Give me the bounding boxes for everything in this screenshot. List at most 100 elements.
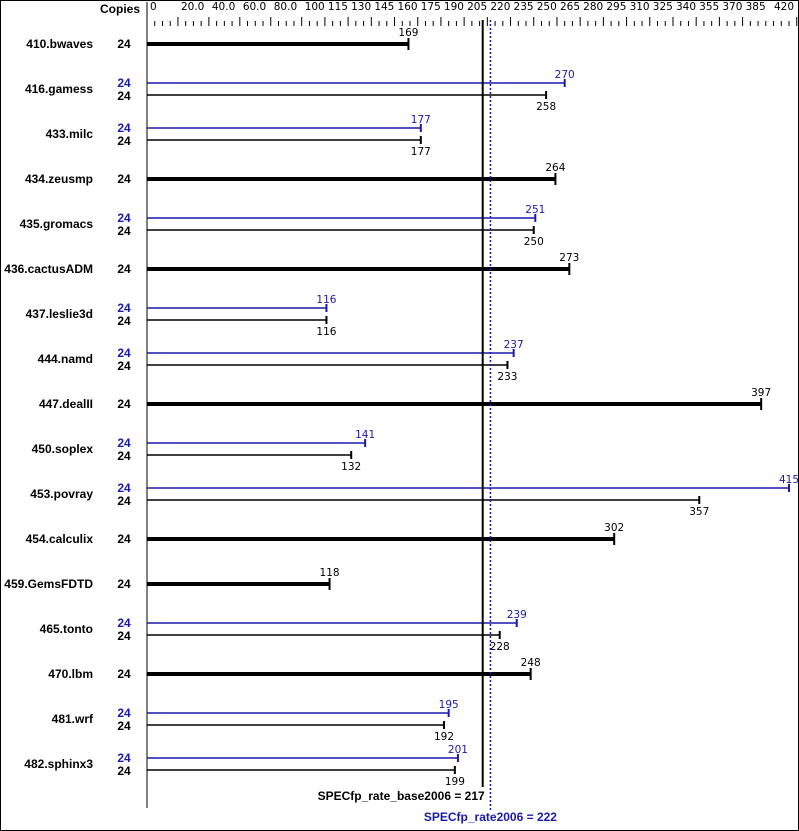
peak-value-label: 177 bbox=[411, 114, 431, 126]
base-value-label: 397 bbox=[751, 387, 771, 399]
x-tick-label: 115 bbox=[328, 1, 348, 13]
x-tick-label: 0 bbox=[150, 1, 157, 13]
benchmark-label: 433.milc bbox=[46, 127, 94, 141]
x-tick-label: 355 bbox=[699, 1, 719, 13]
copies-base: 24 bbox=[117, 314, 131, 328]
x-tick-label: 250 bbox=[537, 1, 557, 13]
x-tick-label: 385 bbox=[746, 1, 766, 13]
x-tick-label: 175 bbox=[421, 1, 441, 13]
base-value-label: 250 bbox=[524, 236, 544, 248]
x-tick-label: 20.0 bbox=[181, 1, 204, 13]
copies-base: 24 bbox=[117, 172, 131, 186]
peak-value-label: 239 bbox=[507, 609, 527, 621]
benchmark-label: 481.wrf bbox=[52, 712, 94, 726]
benchmark-label: 444.namd bbox=[38, 352, 93, 366]
benchmark-label: 435.gromacs bbox=[20, 217, 94, 231]
x-tick-label: 190 bbox=[444, 1, 464, 13]
x-tick-label: 265 bbox=[560, 1, 580, 13]
x-tick-label: 130 bbox=[351, 1, 371, 13]
base-value-label: 169 bbox=[398, 27, 418, 39]
x-tick-label: 295 bbox=[606, 1, 626, 13]
copies-peak: 24 bbox=[117, 121, 131, 135]
benchmark-label: 436.cactusADM bbox=[4, 262, 93, 276]
peak-mean-label: SPECfp_rate2006 = 222 bbox=[424, 810, 557, 824]
benchmark-row: 410.bwaves 24 169 bbox=[26, 27, 418, 51]
x-tick-label: 325 bbox=[653, 1, 673, 13]
x-tick-label: 220 bbox=[490, 1, 510, 13]
x-tick-label: 370 bbox=[722, 1, 742, 13]
copies-peak: 24 bbox=[117, 76, 131, 90]
copies-header: Copies bbox=[100, 2, 140, 16]
copies-base: 24 bbox=[117, 37, 131, 51]
base-value-label: 199 bbox=[445, 776, 465, 788]
base-value-label: 116 bbox=[316, 326, 336, 338]
copies-peak: 24 bbox=[117, 346, 131, 360]
peak-value-label: 237 bbox=[504, 339, 524, 351]
x-tick-label: 205 bbox=[467, 1, 487, 13]
copies-base: 24 bbox=[117, 667, 131, 681]
copies-peak: 24 bbox=[117, 301, 131, 315]
copies-base: 24 bbox=[117, 224, 131, 238]
x-tick-label: 340 bbox=[676, 1, 696, 13]
benchmark-label: 482.sphinx3 bbox=[24, 757, 93, 771]
base-value-label: 273 bbox=[559, 252, 579, 264]
base-value-label: 302 bbox=[604, 522, 624, 534]
base-value-label: 264 bbox=[545, 162, 565, 174]
x-tick-label: 310 bbox=[630, 1, 650, 13]
x-tick-label: 60.0 bbox=[243, 1, 266, 13]
x-tick-label: 160 bbox=[398, 1, 418, 13]
benchmark-row: 434.zeusmp 24 264 bbox=[25, 162, 566, 186]
base-value-label: 192 bbox=[434, 731, 454, 743]
benchmark-label: 434.zeusmp bbox=[25, 172, 93, 186]
copies-base: 24 bbox=[117, 397, 131, 411]
base-value-label: 357 bbox=[689, 506, 709, 518]
copies-peak: 24 bbox=[117, 211, 131, 225]
base-value-label: 258 bbox=[536, 101, 556, 113]
base-value-label: 177 bbox=[411, 146, 431, 158]
copies-peak: 24 bbox=[117, 751, 131, 765]
benchmark-label: 410.bwaves bbox=[26, 37, 93, 51]
benchmark-label: 465.tonto bbox=[40, 622, 93, 636]
peak-value-label: 116 bbox=[316, 294, 336, 306]
peak-value-label: 270 bbox=[555, 69, 575, 81]
x-tick-label: 420 bbox=[774, 1, 794, 13]
x-tick-label: 235 bbox=[514, 1, 534, 13]
x-tick-label: 280 bbox=[583, 1, 603, 13]
benchmark-label: 454.calculix bbox=[26, 532, 94, 546]
copies-base: 24 bbox=[117, 449, 131, 463]
peak-value-label: 141 bbox=[355, 429, 375, 441]
benchmark-label: 450.soplex bbox=[32, 442, 94, 456]
base-value-label: 132 bbox=[341, 461, 361, 473]
peak-value-label: 201 bbox=[448, 744, 468, 756]
copies-peak: 24 bbox=[117, 616, 131, 630]
copies-base: 24 bbox=[117, 89, 131, 103]
base-mean-label: SPECfp_rate_base2006 = 217 bbox=[318, 789, 485, 803]
benchmark-label: 459.GemsFDTD bbox=[4, 577, 93, 591]
copies-base: 24 bbox=[117, 629, 131, 643]
benchmark-row: 436.cactusADM 24 273 bbox=[4, 252, 579, 276]
peak-value-label: 415 bbox=[779, 474, 799, 486]
copies-base: 24 bbox=[117, 719, 131, 733]
peak-value-label: 195 bbox=[439, 699, 459, 711]
copies-base: 24 bbox=[117, 134, 131, 148]
copies-peak: 24 bbox=[117, 436, 131, 450]
base-value-label: 118 bbox=[320, 567, 340, 579]
x-tick-label: 145 bbox=[374, 1, 394, 13]
copies-base: 24 bbox=[117, 494, 131, 508]
x-tick-label: 100 bbox=[305, 1, 325, 13]
copies-base: 24 bbox=[117, 262, 131, 276]
benchmark-label: 470.lbm bbox=[48, 667, 93, 681]
base-value-label: 233 bbox=[497, 371, 517, 383]
